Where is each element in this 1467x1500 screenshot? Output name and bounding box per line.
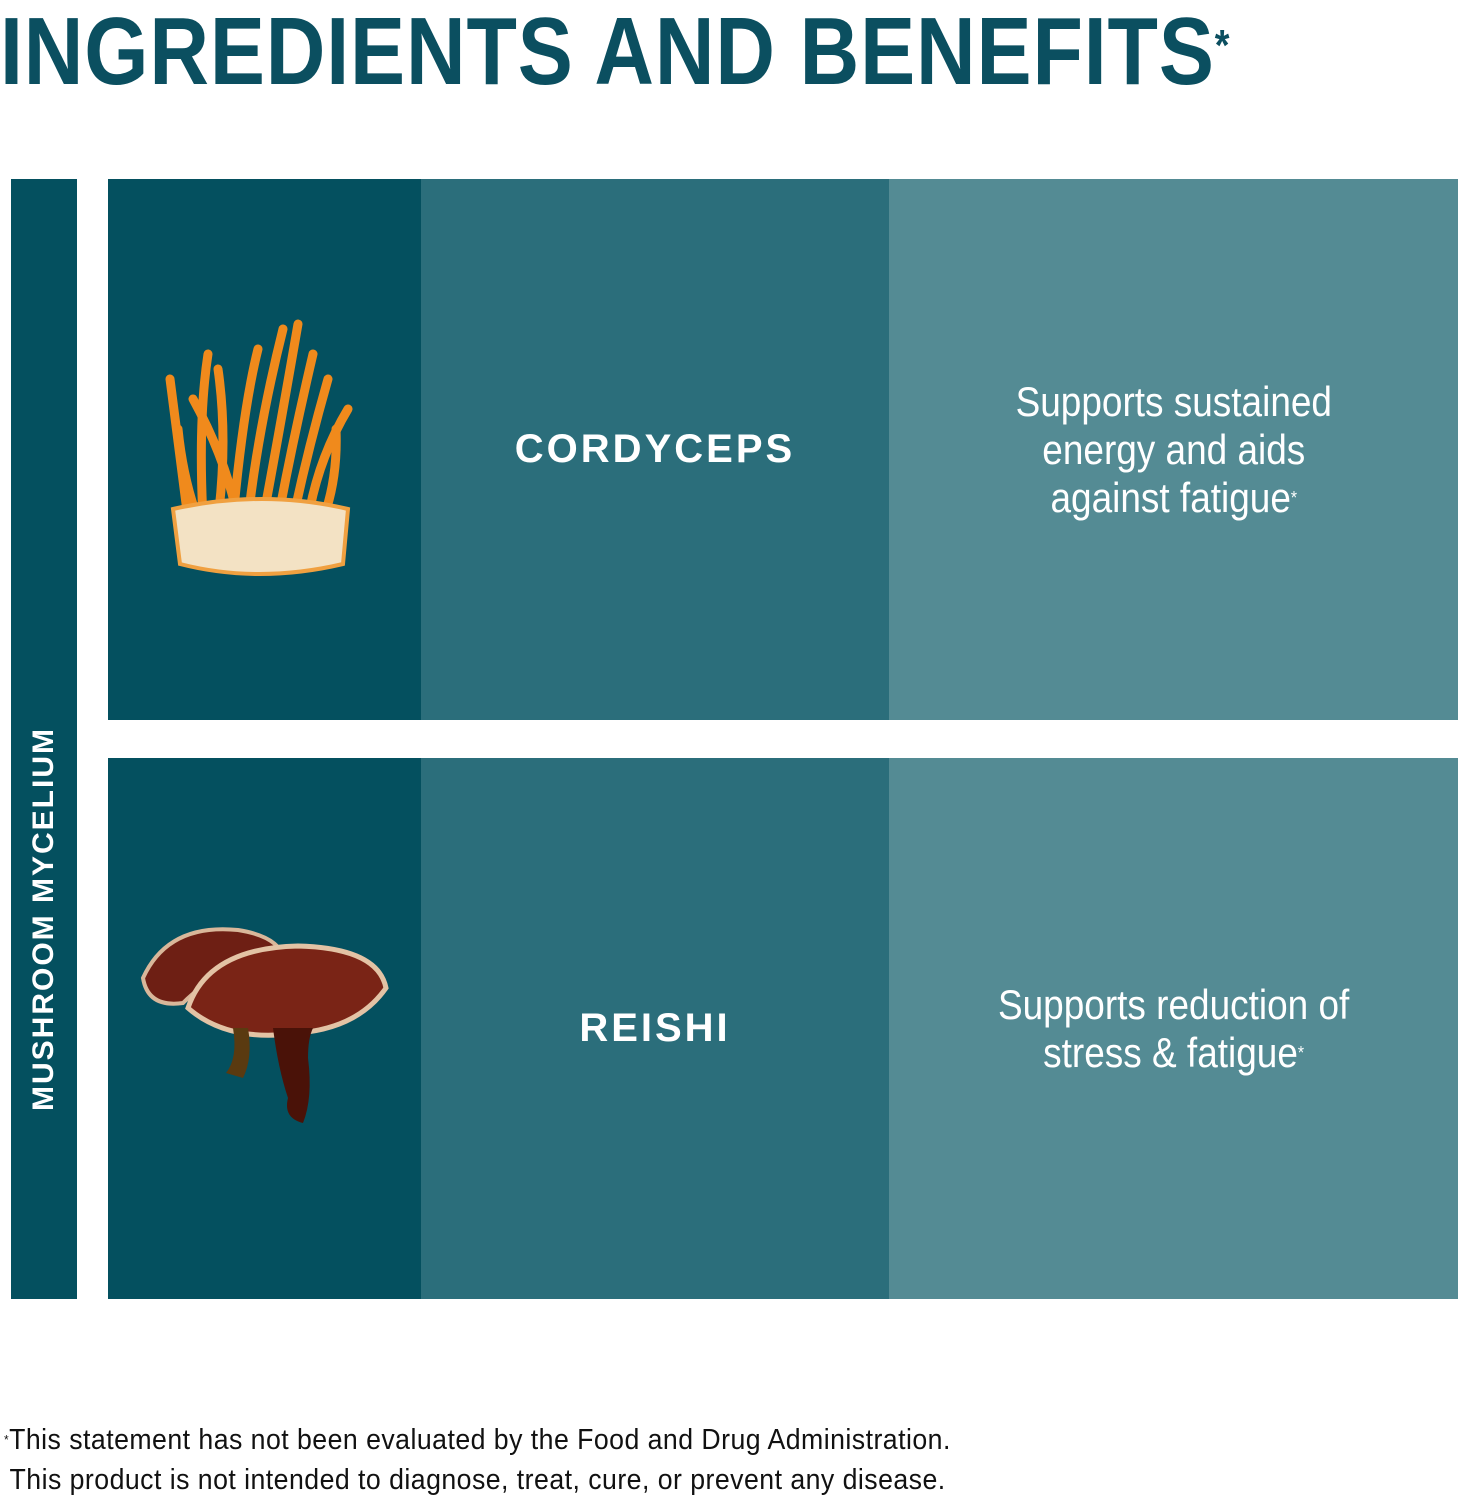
page-title: INGREDIENTS AND BENEFITS* [0, 2, 1230, 102]
image-cell [108, 758, 421, 1299]
ingredient-row-reishi: REISHI Supports reduction of stress & fa… [108, 758, 1458, 1299]
benefit-cell: Supports sustained energy and aids again… [889, 179, 1458, 720]
benefit-line: energy and aids [1041, 425, 1306, 473]
ingredient-name: CORDYCEPS [514, 427, 796, 471]
title-text: INGREDIENTS AND BENEFITS [0, 0, 1215, 105]
name-cell: REISHI [421, 758, 889, 1299]
category-label: MUSHROOM MYCELIUM [27, 727, 60, 1111]
category-sidebar: MUSHROOM MYCELIUM [11, 179, 77, 1299]
ingredient-benefit: Supports reduction of stress & fatigue* [998, 981, 1349, 1077]
disclaimer-line: This statement has not been evaluated by… [9, 1424, 951, 1456]
reishi-mushroom-image [140, 927, 389, 1123]
benefit-cell: Supports reduction of stress & fatigue* [889, 758, 1458, 1299]
benefit-line: stress & fatigue [1043, 1028, 1298, 1076]
disclaimer-line: This product is not intended to diagnose… [9, 1464, 946, 1496]
ingredient-row-cordyceps: CORDYCEPS Supports sustained energy and … [108, 179, 1458, 720]
benefit-asterisk: * [1297, 1042, 1304, 1063]
benefit-line: Supports reduction of [997, 980, 1350, 1028]
ingredient-benefit: Supports sustained energy and aids again… [1015, 378, 1331, 522]
cordyceps-mushroom-image [165, 319, 353, 576]
name-cell: CORDYCEPS [421, 179, 889, 720]
ingredient-name: REISHI [579, 1006, 731, 1050]
benefit-asterisk: * [1290, 487, 1297, 508]
title-asterisk: * [1214, 21, 1231, 70]
benefit-line: Supports sustained [1015, 377, 1332, 425]
image-cell [108, 179, 421, 720]
fda-disclaimer: *This statement has not been evaluated b… [4, 1420, 951, 1500]
benefit-line: against fatigue [1050, 473, 1291, 521]
footnote-asterisk: * [4, 1432, 10, 1447]
